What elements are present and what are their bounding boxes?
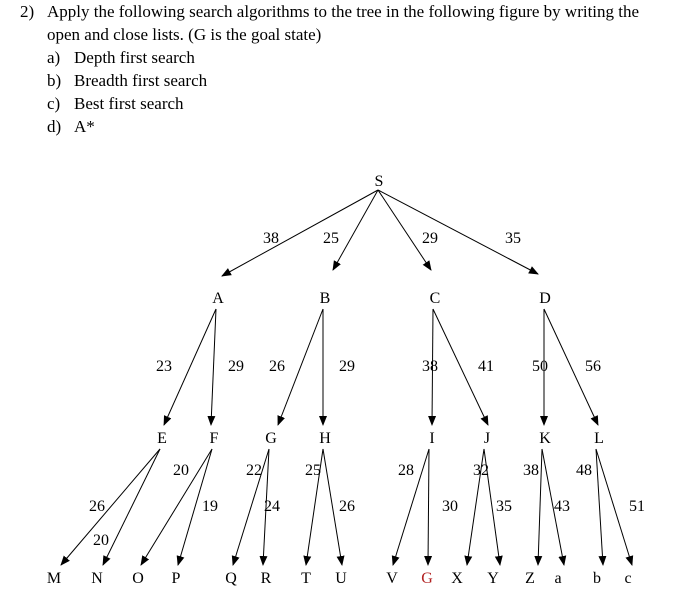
edge-l-c <box>595 448 634 566</box>
node-l: L <box>594 430 604 447</box>
node-z: Z <box>525 570 535 587</box>
edge-g1-q <box>231 448 270 566</box>
edge-cost-c-i: 38 <box>422 358 438 375</box>
option-d-text: A* <box>74 117 95 136</box>
node-j: J <box>484 430 490 447</box>
node-r: R <box>261 570 272 587</box>
option-d-letter: d) <box>47 117 62 136</box>
edge-cost-i-g2: 30 <box>442 498 458 515</box>
edge-a-f <box>207 308 217 426</box>
node-k: K <box>539 430 551 447</box>
node-v: V <box>386 570 398 587</box>
option-c-text: Best first search <box>74 94 184 113</box>
edge-k-z <box>534 448 543 566</box>
question-text-line-2: open and close lists. (G is the goal sta… <box>47 25 322 44</box>
node-u: U <box>335 570 347 587</box>
question-number: 2) <box>20 2 35 21</box>
edge-e-m <box>60 448 161 566</box>
question-text-line-1: Apply the following search algorithms to… <box>47 2 640 21</box>
edge-cost-g1-q: 22 <box>246 462 262 479</box>
node-x: X <box>451 570 463 587</box>
edge-cost-l-c: 51 <box>629 498 645 515</box>
edge-g1-r <box>259 448 270 566</box>
edge-b-g1 <box>277 308 324 426</box>
option-a-letter: a) <box>47 48 61 67</box>
edge-cost-c-j: 41 <box>478 358 494 375</box>
edge-s-d <box>377 189 539 275</box>
node-f: F <box>210 430 219 447</box>
edge-cost-b-g1: 26 <box>269 358 285 375</box>
edge-cost-a-f: 29 <box>228 358 244 375</box>
edge-cost-s-b: 25 <box>323 230 339 247</box>
edge-s-b <box>332 189 379 271</box>
node-q: Q <box>225 570 237 587</box>
edge-cost-s-c: 29 <box>422 230 438 247</box>
edge-cost-s-a: 38 <box>263 230 279 247</box>
edge-cost-d-k: 50 <box>532 358 548 375</box>
option-b-text: Breadth first search <box>74 71 208 90</box>
node-m: M <box>47 570 61 587</box>
edge-cost-g1-r: 24 <box>264 498 280 515</box>
edge-e-n <box>102 448 161 566</box>
edge-cost-e-m: 26 <box>89 498 105 515</box>
edge-c-i <box>428 308 437 426</box>
edge-cost-d-l: 56 <box>585 358 601 375</box>
edge-s-a <box>221 189 379 277</box>
edge-l-b <box>595 448 607 566</box>
edge-c-j <box>432 308 489 426</box>
node-b: B <box>320 290 331 307</box>
node-i: I <box>429 430 434 447</box>
edge-cost-f-o: 20 <box>173 462 189 479</box>
option-b-letter: b) <box>47 71 62 90</box>
node-e: E <box>157 430 167 447</box>
edge-cost-a-e: 23 <box>156 358 172 375</box>
edge-cost-s-d: 35 <box>505 230 521 247</box>
edge-cost-l-b: 48 <box>576 462 592 479</box>
option-a-text: Depth first search <box>74 48 195 67</box>
edge-j-x <box>464 448 485 566</box>
edge-a-e <box>163 308 217 426</box>
node-o: O <box>132 570 144 587</box>
node-c: c <box>624 570 631 587</box>
node-a: A <box>212 290 224 307</box>
edge-cost-i-v: 28 <box>398 462 414 479</box>
edge-cost-k-z: 38 <box>523 462 539 479</box>
edge-s-c <box>377 189 432 271</box>
node-y: Y <box>487 570 499 587</box>
node-s: S <box>375 173 384 190</box>
edge-cost-h-t: 25 <box>305 462 321 479</box>
option-c-letter: c) <box>47 94 61 113</box>
edge-cost-j-x: 32 <box>473 462 489 479</box>
edge-cost-b-h: 29 <box>339 358 355 375</box>
edge-h-t <box>303 448 324 566</box>
edge-cost-k-a: 43 <box>554 498 570 515</box>
edge-i-v <box>391 448 430 566</box>
edge-k-a <box>541 448 567 566</box>
edge-h-u <box>322 448 345 566</box>
node-g2-goal: G <box>421 570 433 587</box>
edge-cost-j-y: 35 <box>496 498 512 515</box>
edge-cost-e-n: 20 <box>93 532 109 549</box>
node-a: a <box>554 570 561 587</box>
node-n: N <box>91 570 103 587</box>
edge-d-l <box>543 308 599 426</box>
node-b: b <box>593 570 601 587</box>
node-d: D <box>539 290 551 307</box>
node-c: C <box>430 290 441 307</box>
node-p: P <box>172 570 181 587</box>
edge-f-o <box>140 448 213 566</box>
edge-f-p <box>176 448 213 566</box>
edge-i-g2 <box>424 448 433 566</box>
node-h: H <box>319 430 331 447</box>
edge-cost-h-u: 26 <box>339 498 355 515</box>
edge-cost-f-p: 19 <box>202 498 218 515</box>
node-g1: G <box>265 430 277 447</box>
edge-j-y <box>483 448 503 566</box>
node-t: T <box>301 570 311 587</box>
